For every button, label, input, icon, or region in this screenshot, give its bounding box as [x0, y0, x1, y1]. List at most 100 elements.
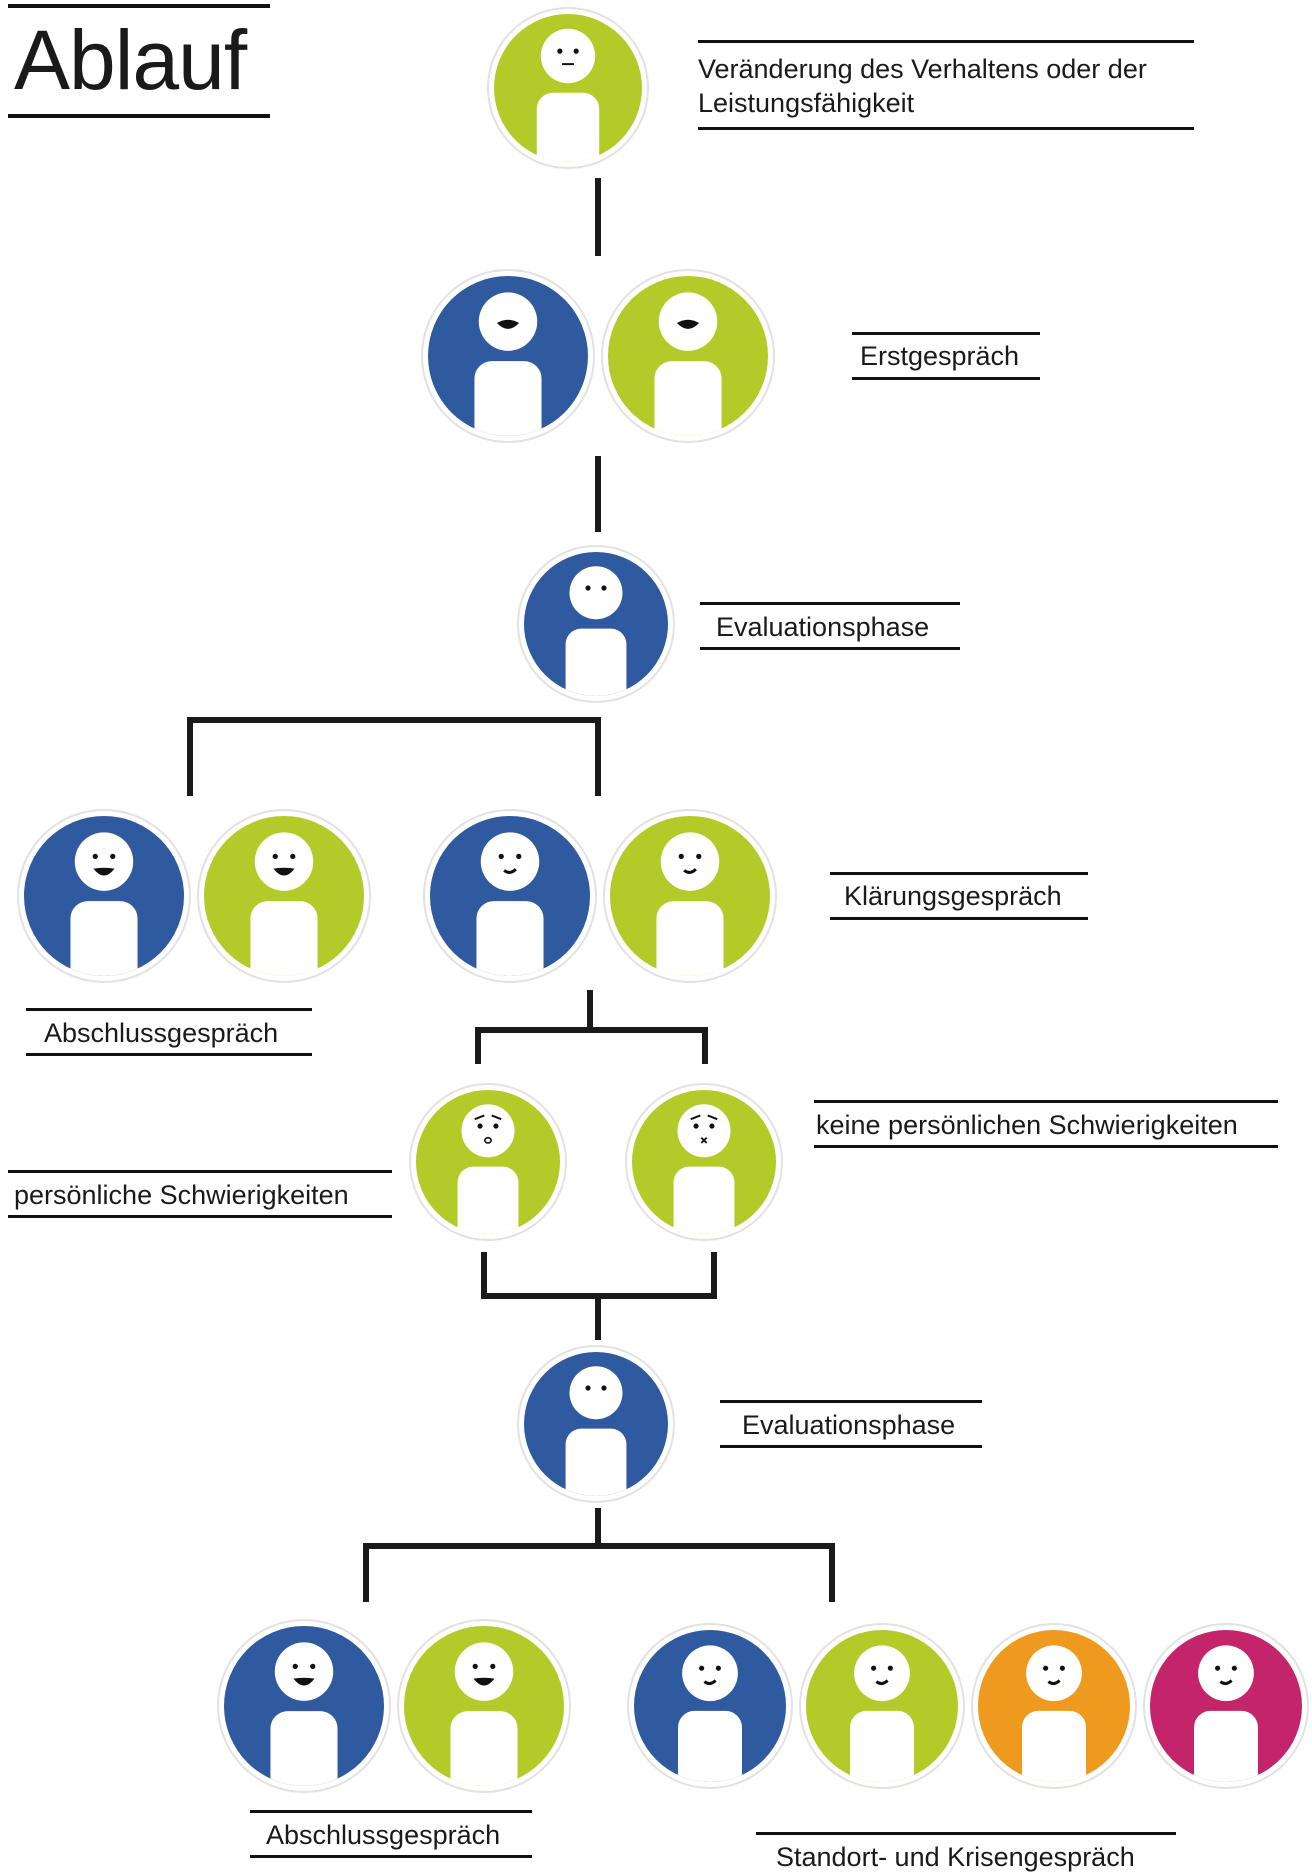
label-evaluation-2-text: Evaluationsphase [742, 1410, 956, 1440]
face-talking-icon [496, 319, 520, 329]
label-erstgespraech-text: Erstgespräch [860, 341, 1020, 371]
person-body [250, 901, 318, 976]
label-evaluation-1-text: Evaluationsphase [716, 612, 930, 642]
face-happy-icon [92, 853, 116, 876]
label-abschluss-1-text: Abschlussgespräch [44, 1018, 279, 1048]
connector-eval1-branch [187, 717, 601, 796]
avatar-circle [24, 816, 184, 976]
person-head [540, 28, 596, 84]
person-standort-orange [971, 1623, 1137, 1789]
title-top-rule [8, 4, 270, 8]
person-eval2 [517, 1345, 675, 1503]
label-abschluss-1: Abschlussgespräch [26, 1008, 312, 1056]
connectors [187, 178, 835, 1602]
person-standort-blue [627, 1623, 793, 1789]
label-erstgespraech: Erstgespräch [852, 332, 1040, 380]
avatar-circle [494, 14, 642, 162]
person-persoenlich [409, 1083, 567, 1241]
label-abschluss-2-text: Abschlussgespräch [266, 1820, 501, 1850]
person-body [270, 1711, 338, 1786]
face-happy-icon [292, 1663, 316, 1686]
connector-klaerung-split [475, 990, 708, 1064]
person-klaerung-blue [423, 809, 597, 983]
person-head [1198, 1645, 1254, 1702]
people [17, 7, 1309, 1793]
person-body [450, 1711, 518, 1786]
face-calm-icon [585, 1385, 607, 1391]
label-abschluss-2: Abschlussgespräch [250, 1810, 532, 1858]
person-change [487, 7, 649, 169]
person-body [474, 361, 542, 436]
avatar-circle [806, 1630, 958, 1782]
person-abschluss1-green [197, 809, 371, 983]
person-abschluss2-green [397, 1619, 571, 1793]
person-body [536, 92, 600, 162]
face-slight-smile-icon [1043, 1665, 1065, 1686]
avatar-circle [524, 1352, 668, 1496]
label-persoenliche-schwierigkeiten-text: persönliche Schwierigkeiten [14, 1180, 349, 1210]
person-head [274, 1642, 334, 1701]
label-keine-schwierigkeiten: keine persönlichen Schwierigkeiten [814, 1100, 1278, 1148]
avatar-circle [428, 276, 588, 436]
page-title: Ablauf [8, 4, 270, 118]
person-standort-green [799, 1623, 965, 1789]
label-persoenliche-schwierigkeiten: persönliche Schwierigkeiten [8, 1170, 392, 1218]
person-head [854, 1645, 910, 1702]
person-head [254, 832, 314, 891]
person-keine [625, 1083, 783, 1241]
person-abschluss1-blue [17, 809, 191, 983]
person-body [1194, 1710, 1258, 1782]
person-erst-blue [421, 269, 595, 443]
person-head [677, 1104, 731, 1158]
title-text: Ablauf [14, 13, 247, 107]
title-bottom-rule [8, 114, 270, 118]
connector-eval2-branch [363, 1508, 835, 1602]
face-calm-icon [585, 585, 607, 591]
avatar-circle [632, 1090, 776, 1234]
face-worried-x-icon [690, 1114, 718, 1144]
person-body [850, 1710, 914, 1782]
face-happy-icon [472, 1663, 496, 1686]
avatar-circle [634, 1630, 786, 1782]
face-slight-smile-icon [498, 853, 522, 874]
person-eval1 [517, 545, 675, 703]
label-change-line1: Veränderung des Verhaltens oder der [698, 54, 1147, 84]
person-head [569, 566, 623, 620]
person-body [654, 361, 722, 436]
person-head [682, 1645, 738, 1702]
person-klaerung-green [603, 809, 777, 983]
label-klaerungsgespraech-text: Klärungsgespräch [844, 881, 1062, 911]
face-slight-smile-icon [699, 1665, 721, 1686]
person-body [476, 901, 544, 976]
avatar-circle [1150, 1630, 1302, 1782]
label-standort-krisengespraech: Standort- und Krisengespräch [756, 1832, 1176, 1876]
person-body [673, 1166, 735, 1234]
avatar-circle [610, 816, 770, 976]
face-worried-icon [474, 1114, 502, 1144]
avatar-circle [524, 552, 668, 696]
person-body [565, 628, 627, 696]
person-body [565, 1428, 627, 1496]
person-body [1022, 1710, 1086, 1782]
avatar-circle [416, 1090, 560, 1234]
person-head [660, 832, 720, 891]
avatar-circle [430, 816, 590, 976]
face-slight-smile-icon [871, 1665, 893, 1686]
person-head [480, 832, 540, 891]
person-abschluss2-blue [217, 1619, 391, 1793]
connector-split-merge [481, 1252, 717, 1299]
label-evaluation-2: Evaluationsphase [720, 1400, 982, 1448]
label-evaluation-1: Evaluationsphase [700, 602, 960, 650]
face-happy-icon [272, 853, 296, 876]
face-slight-smile-icon [1215, 1665, 1237, 1686]
person-body [70, 901, 138, 976]
face-slight-smile-icon [678, 853, 702, 874]
face-neutral-icon [557, 48, 579, 66]
avatar-circle [404, 1626, 564, 1786]
person-body [457, 1166, 519, 1234]
person-head [569, 1366, 623, 1420]
label-change: Veränderung des Verhaltens oder der Leis… [698, 40, 1194, 132]
face-talking-icon [676, 319, 700, 329]
avatar-circle [204, 816, 364, 976]
